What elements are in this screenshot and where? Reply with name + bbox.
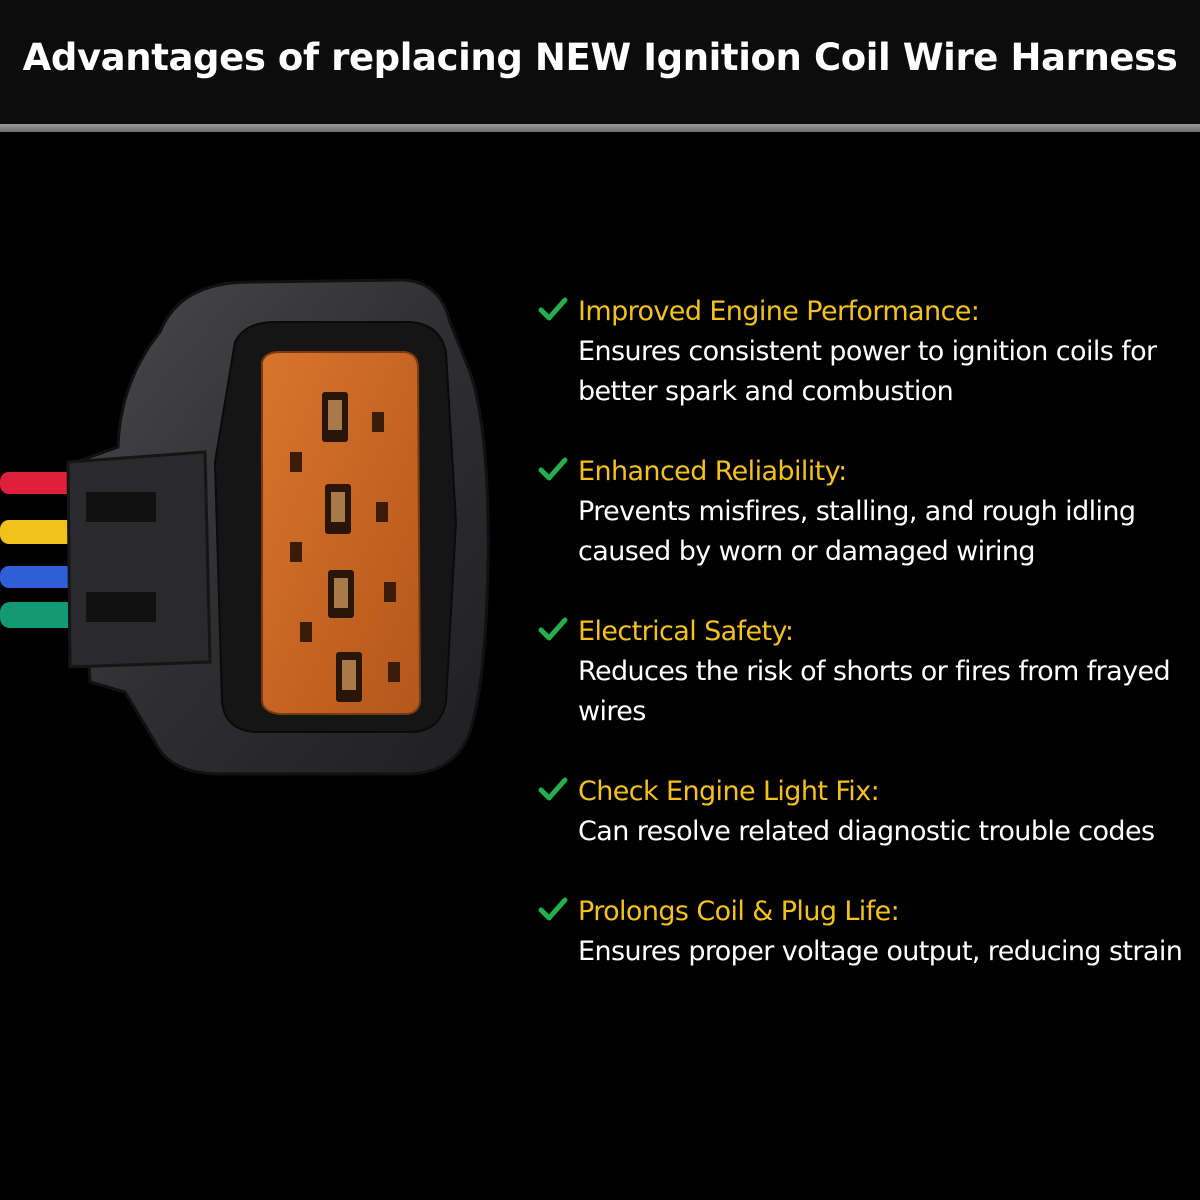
- terminal-insert: [261, 351, 422, 715]
- checkmark-icon: [538, 296, 568, 322]
- feature-description: Reduces the risk of shorts or fires from…: [578, 656, 1171, 727]
- feature-title: Improved Engine Performance:: [578, 296, 980, 327]
- feature-description: Ensures consistent power to ignition coi…: [578, 336, 1157, 407]
- feature-list: Improved Engine Performance: Ensures con…: [536, 292, 1186, 1012]
- checkmark-icon: [538, 456, 568, 482]
- checkmark-icon: [538, 616, 568, 642]
- checkmark-icon: [538, 896, 568, 922]
- feature-title: Enhanced Reliability:: [578, 456, 847, 487]
- list-item: Prolongs Coil & Plug Life: Ensures prope…: [536, 892, 1186, 972]
- feature-title: Check Engine Light Fix:: [578, 776, 880, 807]
- page-header: Advantages of replacing NEW Ignition Coi…: [0, 0, 1200, 124]
- list-item: Electrical Safety: Reduces the risk of s…: [536, 612, 1186, 732]
- checkmark-icon: [538, 776, 568, 802]
- feature-description: Prevents misfires, stalling, and rough i…: [578, 496, 1136, 567]
- list-item: Improved Engine Performance: Ensures con…: [536, 292, 1186, 412]
- header-divider: [0, 124, 1200, 132]
- list-item: Check Engine Light Fix: Can resolve rela…: [536, 772, 1186, 852]
- feature-description: Ensures proper voltage output, reducing …: [578, 936, 1183, 967]
- feature-description: Can resolve related diagnostic trouble c…: [578, 816, 1155, 847]
- list-item: Enhanced Reliability: Prevents misfires,…: [536, 452, 1186, 572]
- page-title: Advantages of replacing NEW Ignition Coi…: [22, 35, 1178, 79]
- connector-latch: [66, 450, 212, 669]
- feature-title: Electrical Safety:: [578, 616, 794, 647]
- connector-photo: [0, 262, 500, 802]
- connector-illustration: [0, 278, 490, 776]
- feature-title: Prolongs Coil & Plug Life:: [578, 896, 900, 927]
